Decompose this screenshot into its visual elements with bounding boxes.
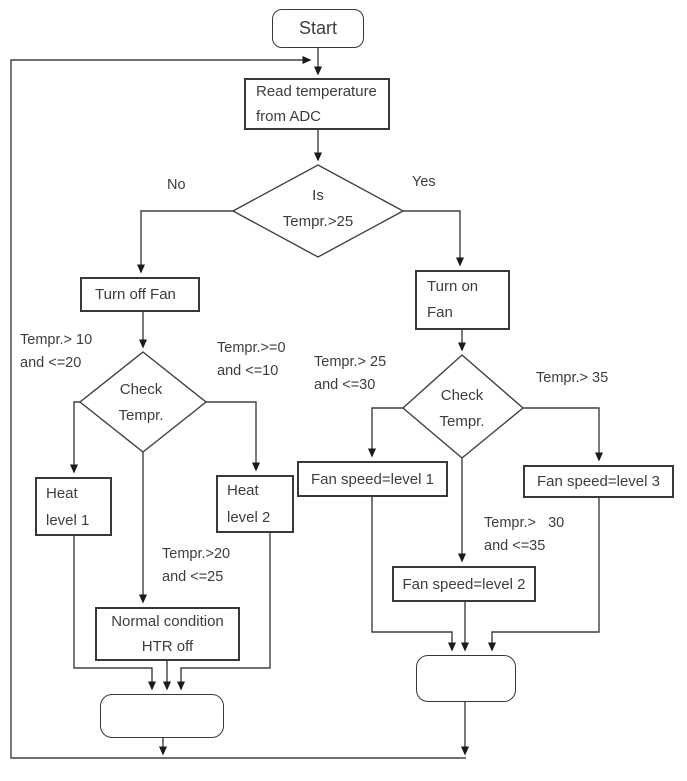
turn-on-fan-node: Turn on Fan [415, 270, 510, 330]
condition-label-35: Tempr.> 35 [536, 370, 609, 386]
edge-heat2-to-terminal [177, 533, 271, 691]
heat-level-1-node: Heat level 1 [35, 477, 112, 536]
decision-check-left-label: Check Tempr. [118, 381, 164, 424]
terminal-left-node [100, 694, 224, 738]
edge-decision-yes [403, 210, 464, 267]
normal-condition-node: Normal condition HTR off [95, 607, 240, 661]
edge-feedback-loop [10, 56, 466, 759]
edge-fan3-to-terminal [488, 498, 600, 652]
decision-main-label: Is Tempr.>25 [282, 187, 354, 230]
edge-decision-no [137, 210, 233, 274]
edge-check-left-to-heat1 [70, 401, 80, 474]
condition-label-25-30: Tempr.> 25 and <=30 [314, 354, 387, 393]
heat-level-2-node: Heat level 2 [216, 475, 294, 533]
edge-check-right-to-fan3 [523, 407, 603, 462]
condition-label-10-20: Tempr.> 10 and <=20 [20, 332, 93, 371]
edge-fan1-to-terminal [371, 497, 456, 652]
fan-speed-1-node: Fan speed=level 1 [297, 461, 448, 497]
start-node: Start [272, 9, 364, 48]
turn-off-fan-node: Turn off Fan [80, 277, 200, 312]
edge-heat1-to-terminal [73, 535, 156, 691]
decision-diamond-main [231, 164, 405, 258]
condition-label-0-10: Tempr.>=0 and <=10 [217, 340, 286, 379]
decision-diamond-check-left [78, 351, 208, 453]
condition-label-20-25: Tempr.>20 and <=25 [162, 546, 231, 585]
terminal-right-node [416, 655, 516, 702]
edge-check-right-to-fan1 [368, 407, 403, 458]
read-temperature-node: Read temperature from ADC [244, 78, 390, 130]
fan-speed-3-node: Fan speed=level 3 [523, 465, 674, 498]
edge-check-left-to-heat2 [206, 401, 260, 472]
condition-label-30-35: Tempr.> 30 and <=35 [484, 515, 565, 554]
branch-label-yes: Yes [412, 174, 436, 190]
branch-label-no: No [167, 177, 186, 193]
decision-diamond-check-right [401, 354, 525, 459]
fan-speed-2-node: Fan speed=level 2 [392, 566, 536, 602]
decision-check-right-label: Check Tempr. [439, 387, 485, 430]
